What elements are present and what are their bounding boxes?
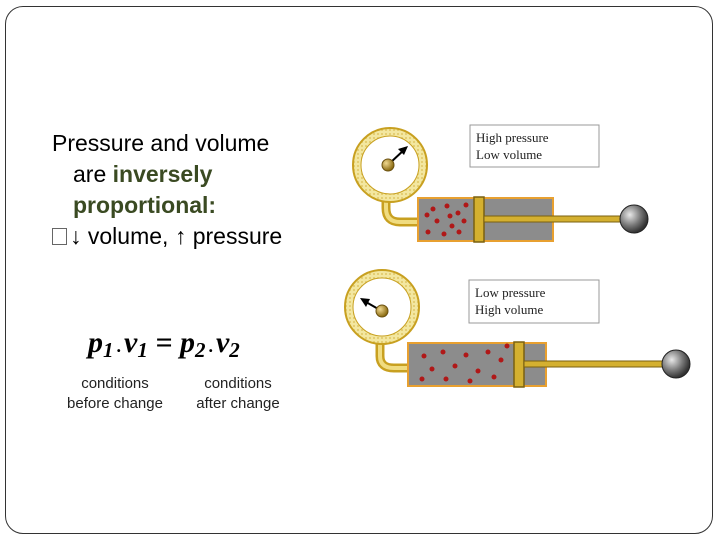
note-before-line1: conditions	[81, 375, 149, 392]
formula-v2-sub: 2	[229, 338, 240, 362]
bullet-line: ↓ volume, ↑ pressure	[52, 221, 342, 252]
bottom-piston-rod	[523, 360, 665, 368]
bottom-cylinder	[407, 341, 691, 388]
bottom-gauge	[344, 269, 420, 345]
bullet-icon	[52, 228, 67, 245]
top-plunger	[473, 196, 485, 243]
top-piston-rod	[483, 215, 625, 223]
top-gas-particles	[424, 202, 469, 237]
note-before-line2: before change	[67, 395, 163, 412]
top-label-line2: Low volume	[476, 147, 542, 162]
formula-p2-sub: 2	[194, 338, 206, 362]
top-label-line1: High pressure	[476, 130, 549, 145]
text-line-1: Pressure and volume	[52, 130, 270, 156]
main-text: Pressure and volume are inversely propor…	[52, 128, 342, 252]
formula-p1-sub: 1	[103, 338, 114, 362]
formula-dot1: .	[116, 336, 122, 356]
top-knob	[619, 204, 649, 234]
formula-p1: p	[88, 326, 103, 359]
bottom-label-line2: High volume	[475, 302, 543, 317]
top-gauge	[352, 127, 428, 203]
note-after-line2: after change	[196, 395, 280, 412]
bullet-text: ↓ volume, ↑ pressure	[70, 223, 283, 249]
note-after-change: conditions after change	[178, 374, 298, 414]
text-line-2: are inversely	[52, 159, 342, 190]
formula-v1: v	[124, 326, 138, 359]
accent-proportional: proportional:	[73, 192, 217, 218]
bottom-plunger	[513, 341, 525, 388]
top-label-box: High pressure Low volume	[469, 124, 600, 168]
boyle-formula: p1.v1 = p2.v2	[88, 326, 240, 362]
formula-equals: =	[155, 326, 173, 359]
slide-frame	[5, 6, 713, 534]
top-cylinder	[417, 196, 649, 243]
bottom-label-line1: Low pressure	[475, 285, 546, 300]
note-after-line1: conditions	[204, 375, 272, 392]
note-before-change: conditions before change	[55, 374, 175, 414]
text-line-3: proportional:	[52, 190, 342, 221]
bottom-label-box: Low pressure High volume	[468, 279, 600, 324]
formula-dot2: .	[208, 336, 213, 356]
bottom-gas-particles	[419, 343, 510, 384]
accent-inversely: inversely	[112, 161, 213, 187]
formula-p2: p	[179, 326, 195, 359]
bottom-piston-diagram: Low pressure High volume	[344, 269, 691, 388]
bottom-pipe	[375, 342, 410, 373]
formula-v1-sub: 1	[137, 338, 148, 362]
bottom-knob	[661, 349, 691, 379]
top-pipe	[381, 196, 420, 227]
formula-v2: v	[215, 326, 230, 359]
text-line-2-prefix: are	[73, 161, 113, 187]
top-piston-diagram: High pressure Low volume	[352, 124, 649, 243]
